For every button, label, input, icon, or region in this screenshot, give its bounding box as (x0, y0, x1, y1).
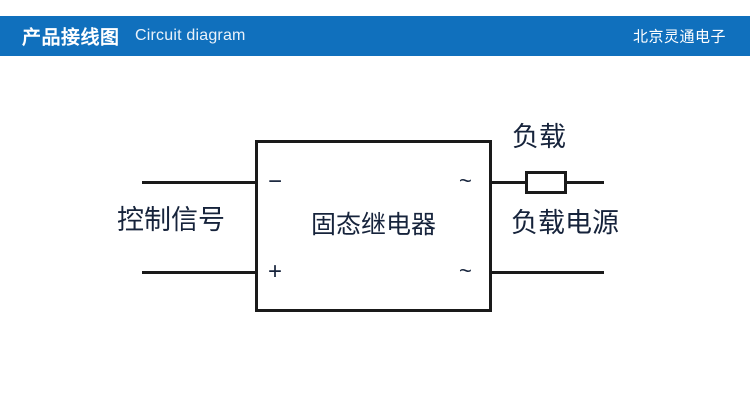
terminal-ac-bottom-symbol: ~ (459, 258, 472, 283)
page-title-chinese: 产品接线图 (22, 27, 120, 49)
brand-name: 北京灵通电子 (632, 28, 726, 46)
page-header-bar: 产品接线图 Circuit diagram 北京灵通电子 (0, 16, 750, 56)
wire-control-negative (142, 181, 257, 184)
page-title-english: Circuit diagram (135, 27, 246, 44)
label-load-power: 负载电源 (511, 208, 619, 238)
label-load: 负载 (512, 122, 566, 152)
label-control-signal: 控制信号 (117, 205, 225, 235)
load-resistor-symbol (525, 171, 567, 194)
terminal-negative-symbol: − (268, 168, 283, 195)
wire-load-right (565, 181, 604, 184)
solid-state-relay-label: 固态继电器 (310, 211, 436, 239)
wire-control-positive (142, 271, 257, 274)
solid-state-relay-block (255, 140, 492, 312)
terminal-positive-symbol: + (268, 258, 283, 285)
wire-load-return (490, 271, 604, 274)
wire-load-left (490, 181, 527, 184)
terminal-ac-top-symbol: ~ (459, 168, 472, 193)
